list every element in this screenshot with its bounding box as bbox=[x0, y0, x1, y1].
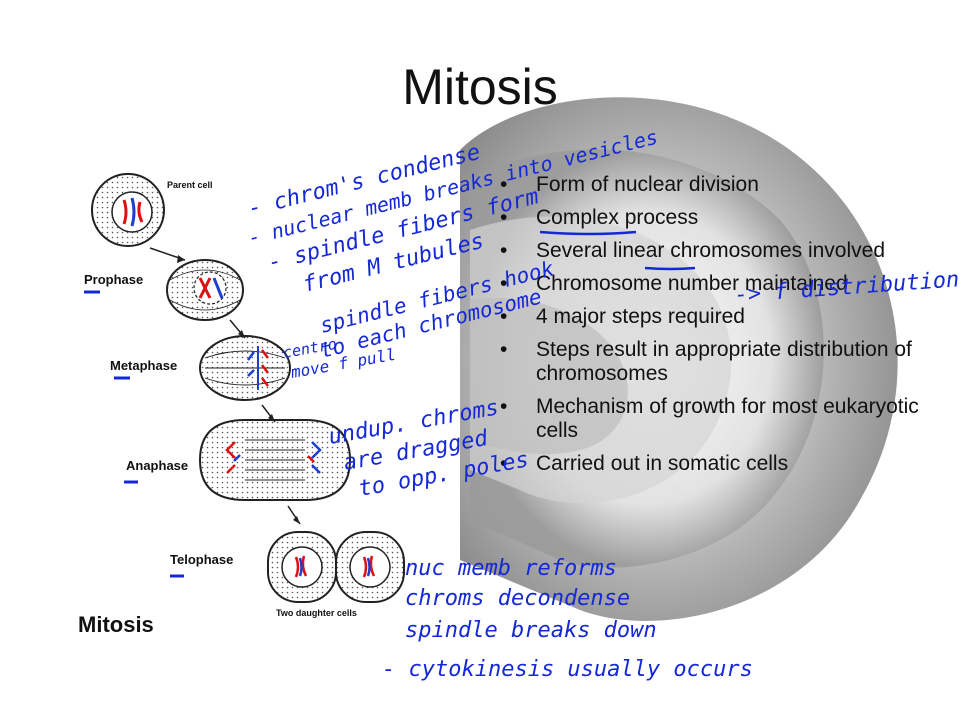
parent-cell-label: Parent cell bbox=[167, 180, 213, 190]
stage-label-telophase: Telophase bbox=[170, 552, 234, 567]
stage-label-anaphase: Anaphase bbox=[126, 458, 189, 473]
bullet-item: Complex process bbox=[500, 206, 920, 230]
bullet-item: 4 major steps required bbox=[500, 305, 920, 329]
prophase-cell-icon bbox=[166, 259, 244, 321]
bullet-item: Mechanism of growth for most eukaryotic … bbox=[500, 395, 920, 443]
stage-label-metaphase: Metaphase bbox=[110, 358, 178, 373]
bullet-item: Steps result in appropriate distribution… bbox=[500, 338, 920, 386]
bullet-item: Several linear chromosomes involved bbox=[500, 239, 920, 263]
bullet-item: Chromosome number maintained bbox=[500, 272, 920, 296]
metaphase-cell-icon bbox=[199, 335, 291, 401]
slide-title: Mitosis bbox=[402, 59, 558, 115]
bullet-item: Form of nuclear division bbox=[500, 173, 920, 197]
anaphase-cell-icon bbox=[198, 419, 352, 501]
daughter-cells-label: Two daughter cells bbox=[276, 608, 357, 618]
parent-cell-icon bbox=[91, 173, 165, 247]
stage-label-prophase: Prophase bbox=[84, 272, 144, 287]
mitosis-stage-drawings bbox=[91, 173, 405, 603]
bullet-list: Form of nuclear division Complex process… bbox=[500, 173, 920, 485]
telophase-cells-icon bbox=[267, 531, 405, 603]
diagram-caption: Mitosis bbox=[78, 612, 154, 637]
bullet-item: Carried out in somatic cells bbox=[500, 452, 920, 476]
mitosis-diagram: Parent cell Prophase Metaphase Anaphase … bbox=[0, 160, 460, 650]
